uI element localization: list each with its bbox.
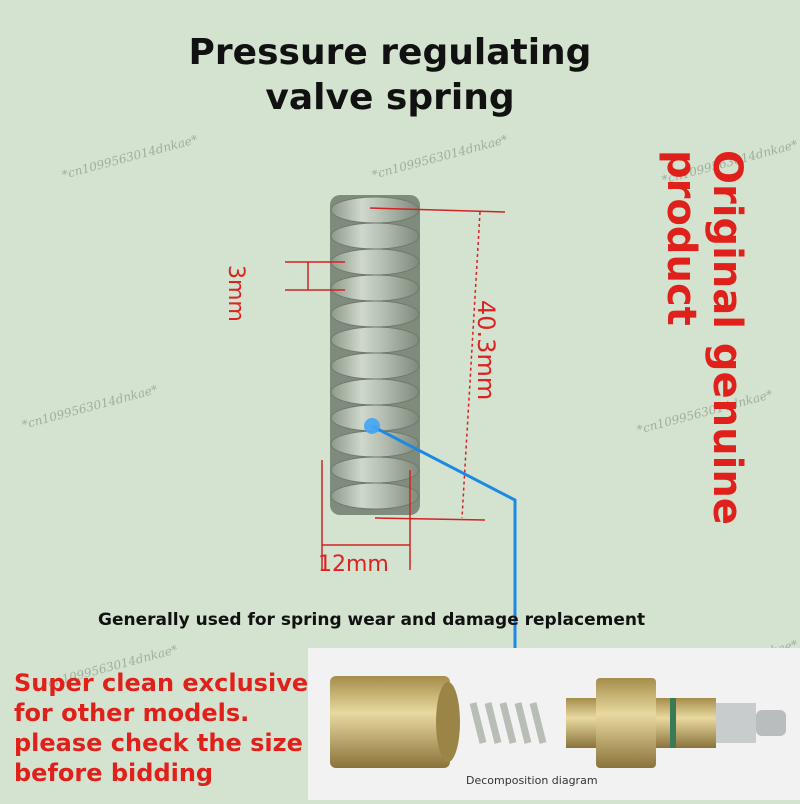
notice-line-4: before bidding — [14, 759, 214, 787]
original-label-line-1: Original genuine — [704, 150, 750, 525]
spring-coil — [330, 456, 420, 484]
spring-coil — [330, 378, 420, 406]
notice-line-2: for other models. — [14, 699, 250, 727]
decomposition-caption: Decomposition diagram — [466, 774, 598, 787]
spring-coil — [330, 196, 420, 224]
spring-coil — [330, 482, 420, 510]
valve-parts-illustration — [330, 676, 786, 768]
size-notice: Super clean exclusive for other models. … — [14, 668, 308, 788]
length-dimension-label: 40.3mm — [472, 300, 500, 401]
spring-coil — [330, 274, 420, 302]
spring-coil — [330, 352, 420, 380]
decomposition-photo — [308, 648, 800, 800]
page-title: Pressure regulating valve spring — [0, 30, 780, 120]
original-product-label: Original genuine product — [650, 150, 750, 550]
usage-note: Generally used for spring wear and damag… — [98, 610, 646, 630]
spring-coil — [330, 326, 420, 354]
diameter-dimension-label: 12mm — [318, 552, 389, 577]
notice-line-1: Super clean exclusive — [14, 669, 309, 697]
small-spring — [469, 702, 547, 744]
title-line-2: valve spring — [265, 77, 515, 118]
wire-dimension-label: 3mm — [223, 265, 248, 322]
valve-nut — [596, 678, 656, 768]
notice-line-3: please check the size — [14, 729, 303, 757]
spring-coil — [330, 300, 420, 328]
original-label-line-2: product — [658, 150, 704, 326]
dimension-lines — [285, 207, 506, 570]
spring-coils — [330, 195, 420, 515]
title-line-1: Pressure regulating — [188, 32, 592, 73]
spring-coil — [330, 222, 420, 250]
valve-body — [330, 676, 450, 768]
